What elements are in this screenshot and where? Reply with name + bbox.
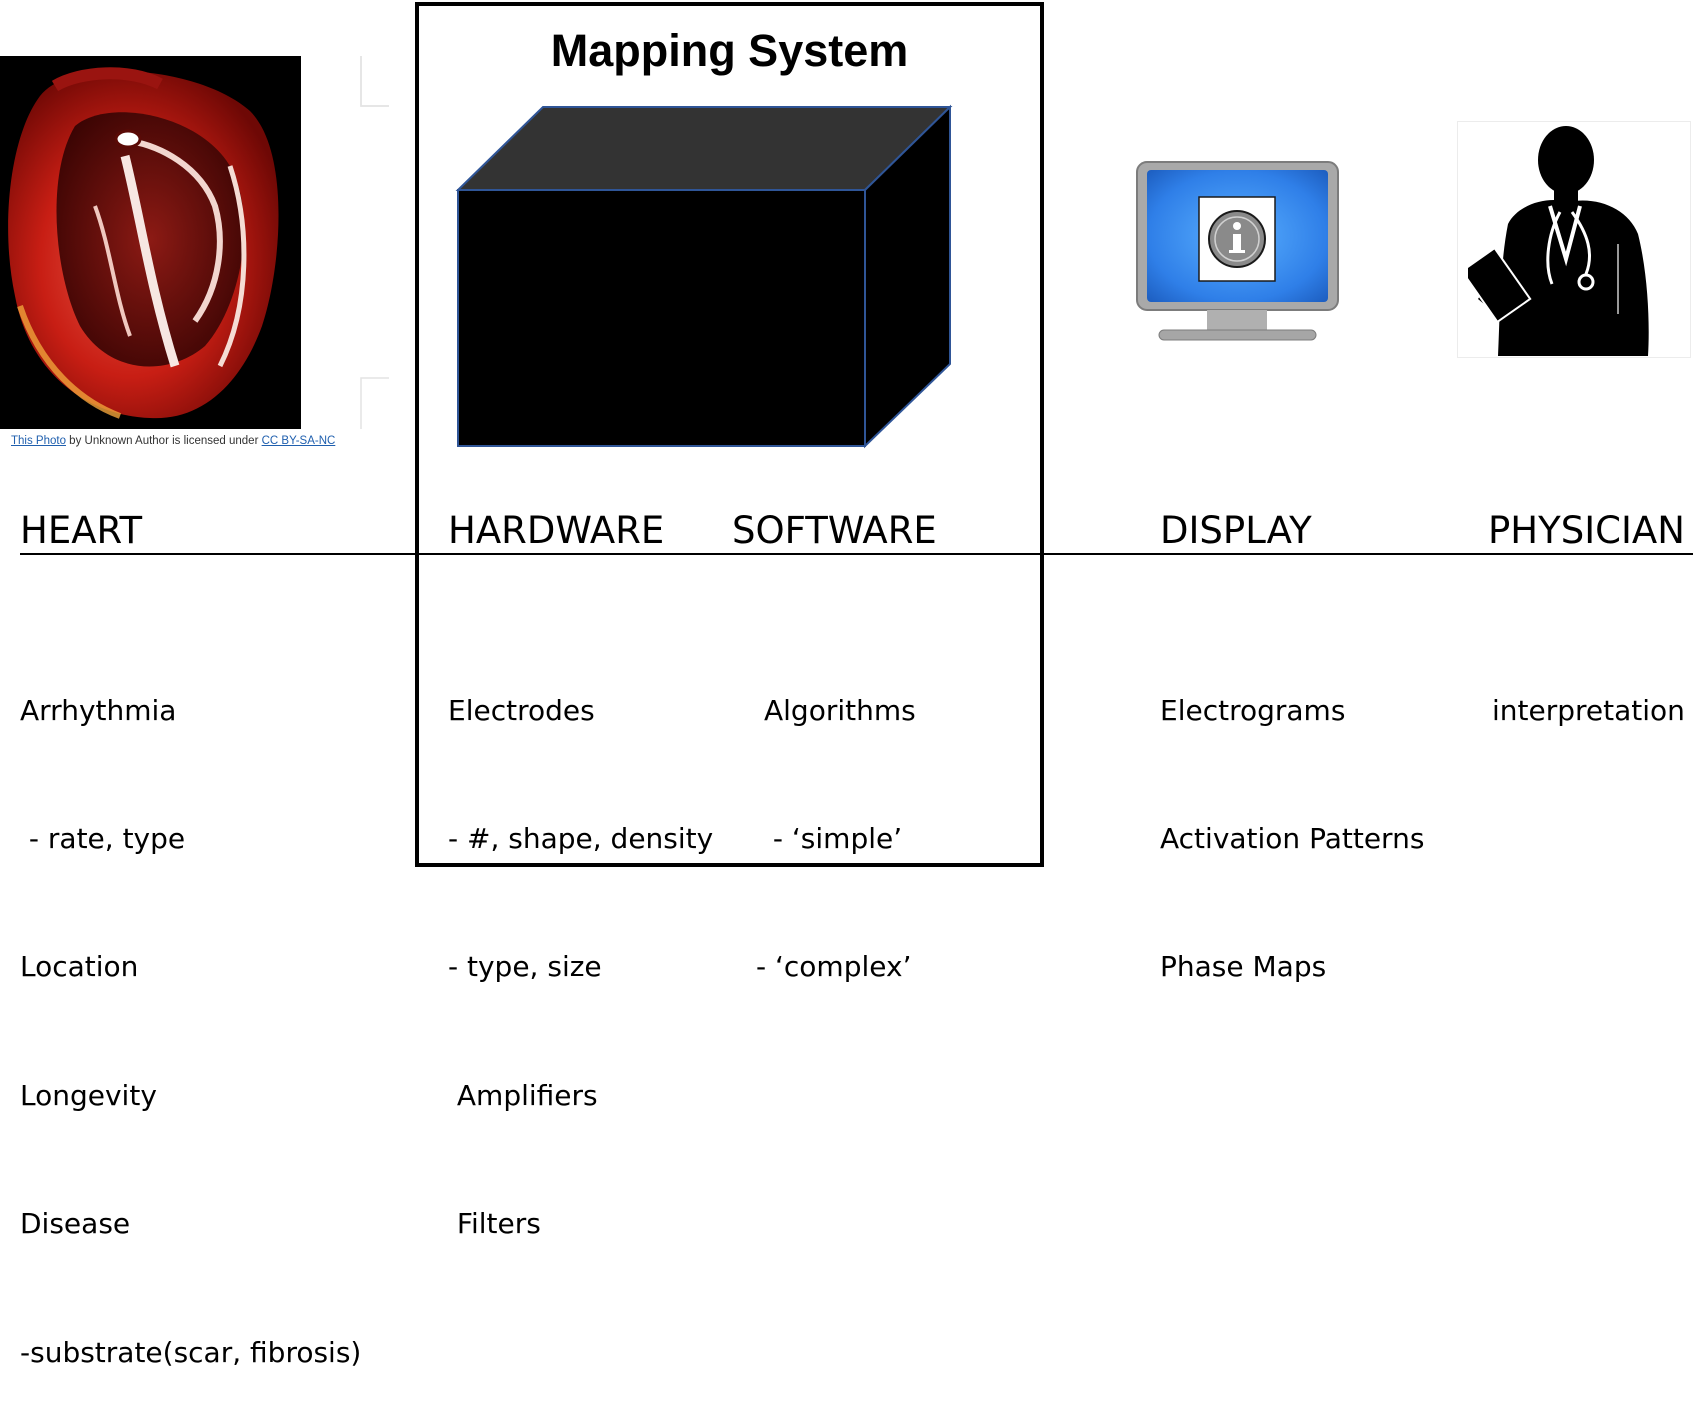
black-box-icon: [455, 104, 953, 449]
list-item: Algorithms: [764, 693, 916, 727]
list-item: Arrhythmia: [20, 693, 177, 727]
list-item: Disease: [20, 1207, 131, 1241]
list-item: Location: [20, 950, 139, 984]
license-link[interactable]: CC BY-SA-NC: [261, 435, 336, 447]
heading-heart: HEART: [20, 509, 143, 552]
list-item: Electrograms: [1160, 693, 1346, 727]
heading-display: DISPLAY: [1160, 509, 1312, 552]
display-list: Electrograms Activation Patterns Phase M…: [1160, 604, 1424, 1032]
list-item: Phase Maps: [1160, 950, 1327, 984]
photo-credit-text: by Unknown Author is licensed under: [65, 435, 262, 447]
list-item: - ‘simple’: [764, 821, 903, 855]
mapping-system-frame: [415, 2, 1044, 867]
list-item: Filters: [448, 1207, 541, 1241]
list-item: Electrodes: [448, 693, 595, 727]
physician-photo-frame: [1457, 121, 1691, 358]
list-item: Longevity: [20, 1078, 157, 1112]
list-item: Activation Patterns: [1160, 821, 1425, 855]
list-item: Amplifiers: [448, 1078, 598, 1112]
list-item: -substrate(scar, fibrosis): [20, 1335, 362, 1369]
photo-link[interactable]: This Photo: [11, 435, 66, 447]
heart-image: [0, 56, 301, 429]
divider-left: [20, 553, 417, 555]
heading-physician: PHYSICIAN: [1488, 509, 1685, 552]
mapping-system-title: Mapping System: [550, 25, 909, 76]
doctor-silhouette-icon: [1468, 126, 1649, 356]
photo-frame-outline: [360, 56, 389, 429]
divider-center: [415, 553, 1044, 555]
heading-hardware: HARDWARE: [448, 509, 665, 552]
software-list: Algorithms - ‘simple’ - ‘complex’: [756, 604, 916, 1032]
divider-right: [1044, 553, 1693, 555]
physician-list: interpretation: [1492, 604, 1685, 775]
list-item: - ‘complex’: [756, 950, 912, 984]
list-item: - #, shape, density: [448, 821, 714, 855]
list-item: - type, size: [448, 950, 602, 984]
hardware-list: Electrodes - #, shape, density - type, s…: [448, 604, 713, 1289]
monitor-info-icon: [1136, 161, 1339, 341]
list-item: interpretation: [1492, 693, 1685, 727]
list-item: - rate, type: [20, 821, 186, 855]
photo-credit: This Photo by Unknown Author is licensed…: [11, 435, 335, 447]
heart-list: Arrhythmia - rate, type Location Longevi…: [20, 604, 361, 1417]
heart-photo: [0, 56, 301, 429]
heading-software: SOFTWARE: [732, 509, 937, 552]
